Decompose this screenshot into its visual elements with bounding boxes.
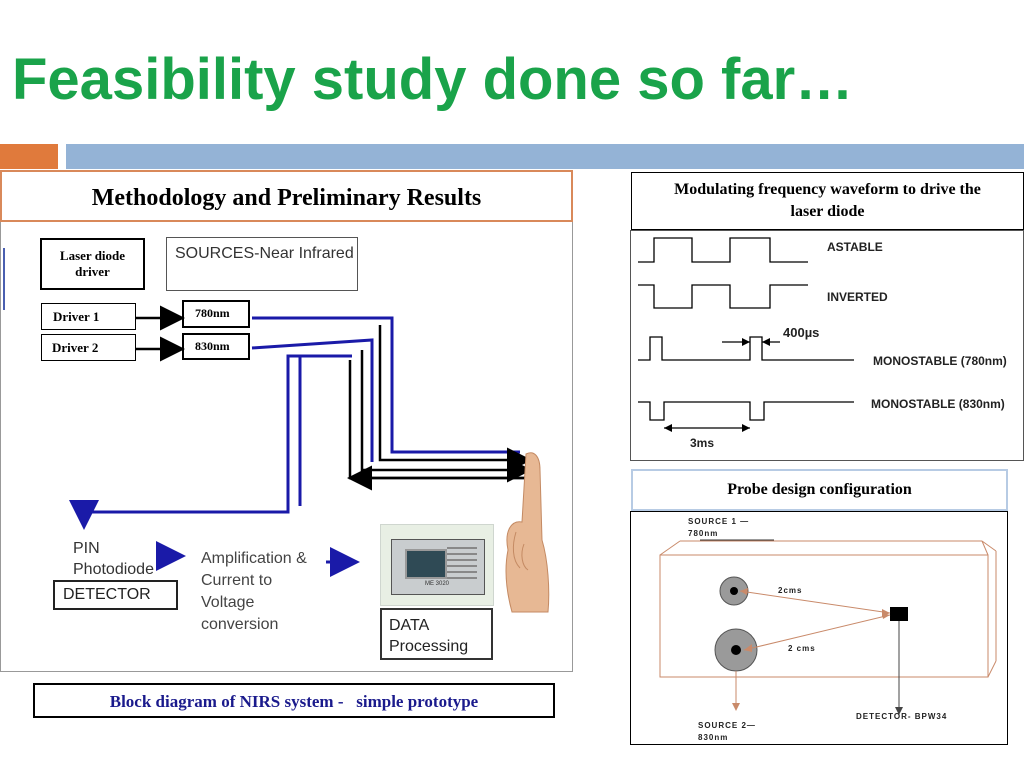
- dist1-label: 2cms: [778, 586, 803, 595]
- oscilloscope-image: ME 3020: [380, 524, 494, 606]
- mono780-wave: [638, 336, 854, 361]
- period-label: 3ms: [690, 436, 715, 450]
- source1-label: SOURCE 1 — 780nm: [688, 517, 750, 538]
- finger-probe-image: [505, 452, 550, 613]
- dist2-label: 2 cms: [788, 644, 816, 653]
- accent-bar-orange: [0, 144, 58, 169]
- sources-box: SOURCES-Near Infrared: [166, 237, 358, 291]
- mono830-label: MONOSTABLE (830nm): [871, 397, 1005, 411]
- inverted-wave: [638, 284, 808, 309]
- mono830-wave: [638, 401, 854, 421]
- instrument-label: ME 3020: [425, 581, 450, 587]
- probe-heading: Probe design configuration: [631, 469, 1008, 511]
- inverted-label: INVERTED: [827, 290, 888, 304]
- waveform-panel: [630, 230, 1024, 461]
- laser-driver-box: Laser diode driver: [40, 238, 145, 290]
- data-processing-box: DATA Processing: [380, 608, 493, 660]
- wire-detector: [69, 354, 352, 530]
- wiring-diagram: [69, 305, 532, 577]
- probe-diagram: [659, 539, 997, 715]
- waveform-heading: Modulating frequency waveform to drive t…: [631, 172, 1024, 230]
- detector-box: DETECTOR: [53, 580, 178, 610]
- methodology-heading: Methodology and Preliminary Results: [0, 170, 573, 222]
- waveform-plots: [638, 237, 854, 432]
- pulse-width-label: 400µs: [783, 325, 820, 340]
- driver1-box: Driver 1: [41, 303, 136, 330]
- block-diagram-caption: Block diagram of NIRS system - simple pr…: [33, 683, 555, 718]
- astable-wave: [638, 237, 808, 263]
- wavelength-830-box: 830nm: [182, 333, 250, 360]
- wire-780-black: [378, 325, 532, 473]
- probe-panel: [630, 511, 1008, 745]
- mono780-label: MONOSTABLE (780nm): [873, 354, 1007, 368]
- accent-bar-blue: [66, 144, 1024, 169]
- edge-mark: [3, 248, 5, 310]
- wire-780: [252, 316, 520, 454]
- driver2-box: Driver 2: [41, 334, 136, 361]
- slide-title: Feasibility study done so far…: [12, 47, 854, 112]
- source2-label: SOURCE 2— 830nm: [698, 721, 756, 742]
- wire-830: [251, 338, 374, 462]
- astable-label: ASTABLE: [827, 240, 883, 254]
- wavelength-780-box: 780nm: [182, 300, 250, 328]
- amplification-label: Amplification & Current to Voltage conve…: [201, 550, 307, 633]
- pin-photodiode-label: PIN Photodiode: [73, 540, 154, 578]
- probe-detector-label: DETECTOR- BPW34: [856, 712, 948, 721]
